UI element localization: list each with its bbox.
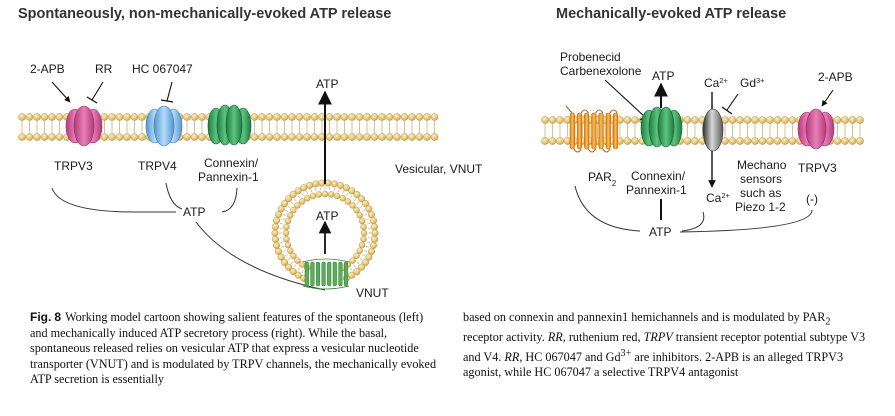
gd-inhibition-bar bbox=[721, 106, 733, 115]
caption-right-part-a: based on connexin and pannexin1 hemichan… bbox=[463, 310, 826, 324]
caption-left-text: Working model cartoon showing salient fe… bbox=[30, 310, 437, 387]
pannexin-label-left: Pannexin-1 bbox=[198, 170, 259, 184]
atp-pool-label-right: ATP bbox=[649, 225, 671, 239]
par2-receptor bbox=[565, 105, 619, 153]
mechano-label-3: such as bbox=[740, 186, 781, 200]
atp-pool-label-left: ATP bbox=[183, 205, 205, 219]
caption-rr-abbr: RR bbox=[547, 330, 563, 345]
gd-label: Gd3+ bbox=[740, 76, 765, 91]
caption-fig-label: Fig. bbox=[30, 310, 52, 324]
connexin-pannexin-channel-right bbox=[640, 106, 683, 148]
mechanosensor-channel bbox=[702, 108, 724, 152]
left-panel-title: Spontaneously, non-mechanically-evoked A… bbox=[18, 6, 391, 22]
vesicular-vnut-label: Vesicular, VNUT bbox=[395, 162, 483, 176]
caption-right-part-b: receptor activity. bbox=[463, 330, 548, 345]
trpv4-to-atp-link bbox=[165, 182, 183, 210]
agonist-arrow bbox=[51, 81, 71, 103]
par2-label: PAR2 bbox=[588, 170, 617, 188]
trpv4-channel bbox=[145, 105, 183, 147]
caption-right-part-e: , HC 067047 and Gd bbox=[519, 349, 621, 364]
caption-fig-number: 8 bbox=[54, 310, 62, 324]
hc-inhibition-line bbox=[166, 81, 173, 102]
caption-right-column: based on connexin and pannexin1 hemichan… bbox=[463, 310, 873, 381]
connexin-label-right: Connexin/ bbox=[631, 169, 686, 183]
vnut-transporter bbox=[302, 258, 350, 290]
caption-right-part-c: , ruthenium red, bbox=[562, 330, 644, 345]
trpv3-to-atp-link-right bbox=[679, 209, 813, 233]
caption-trpv-abbr: TRPV bbox=[643, 330, 673, 345]
connexin-to-atp-link bbox=[221, 187, 238, 213]
trpv3-to-atp-link bbox=[51, 187, 176, 213]
probenecid-inhibition-line bbox=[604, 79, 646, 118]
ca-in-label: Ca2+ bbox=[706, 191, 731, 206]
agonist-arrow-right bbox=[821, 89, 834, 107]
mechano-label-2: sensors bbox=[740, 172, 782, 186]
agonist-2apb-label-right: 2-APB bbox=[818, 70, 853, 84]
trpv3-label-right: TRPV3 bbox=[798, 161, 837, 175]
agonist-2apb-label: 2-APB bbox=[30, 62, 65, 76]
vnut-label: VNUT bbox=[356, 286, 389, 300]
hc-inhibition-bar bbox=[160, 99, 174, 103]
trpv3-channel-right bbox=[797, 108, 835, 150]
caption-par2-subscript: 2 bbox=[825, 316, 831, 328]
atp-vesicle-label: ATP bbox=[316, 209, 338, 223]
pannexin-label-right: Pannexin-1 bbox=[626, 183, 687, 197]
sensor-to-atp-link bbox=[681, 211, 705, 232]
trpv3-channel-left bbox=[65, 105, 103, 147]
atp-to-vesicle-link bbox=[195, 221, 326, 291]
caption-gd-superscript: 3+ bbox=[620, 347, 632, 359]
ca-out-label: Ca2+ bbox=[704, 76, 729, 91]
mechano-label-1: Mechano bbox=[737, 158, 787, 172]
caption-rr-abbr-2: RR bbox=[504, 349, 520, 364]
rr-inhibition-bar bbox=[86, 96, 98, 104]
probenecid-label: Probenecid bbox=[560, 50, 621, 64]
trpv3-label-left: TRPV3 bbox=[54, 159, 93, 173]
hc067047-label: HC 067047 bbox=[132, 62, 193, 76]
gd-inhibition-line bbox=[726, 93, 739, 111]
carbenexolone-label: Carbenexolone bbox=[560, 64, 642, 78]
caption-right-part-d: transient receptor potential subtype V3 … bbox=[463, 330, 866, 364]
atp-release-diagram: Spontaneously, non-mechanically-evoked A… bbox=[18, 6, 864, 300]
rr-inhibition-line bbox=[91, 81, 104, 101]
mechano-label-4: Piezo 1-2 bbox=[735, 200, 786, 214]
connexin-pannexin-channel-left bbox=[207, 104, 252, 146]
minus-label: (-) bbox=[806, 192, 818, 206]
rr-label: RR bbox=[95, 62, 113, 76]
right-panel-title: Mechanically-evoked ATP release bbox=[556, 6, 786, 22]
par2-to-atp-link bbox=[574, 185, 641, 232]
trpv4-label: TRPV4 bbox=[138, 159, 177, 173]
atp-out-label-left: ATP bbox=[316, 77, 338, 91]
atp-out-label-right: ATP bbox=[652, 69, 674, 83]
connexin-label-left: Connexin/ bbox=[204, 156, 259, 170]
caption-right-part-f: are inhibitors. 2-APB is an alleged TRPV… bbox=[463, 349, 844, 380]
